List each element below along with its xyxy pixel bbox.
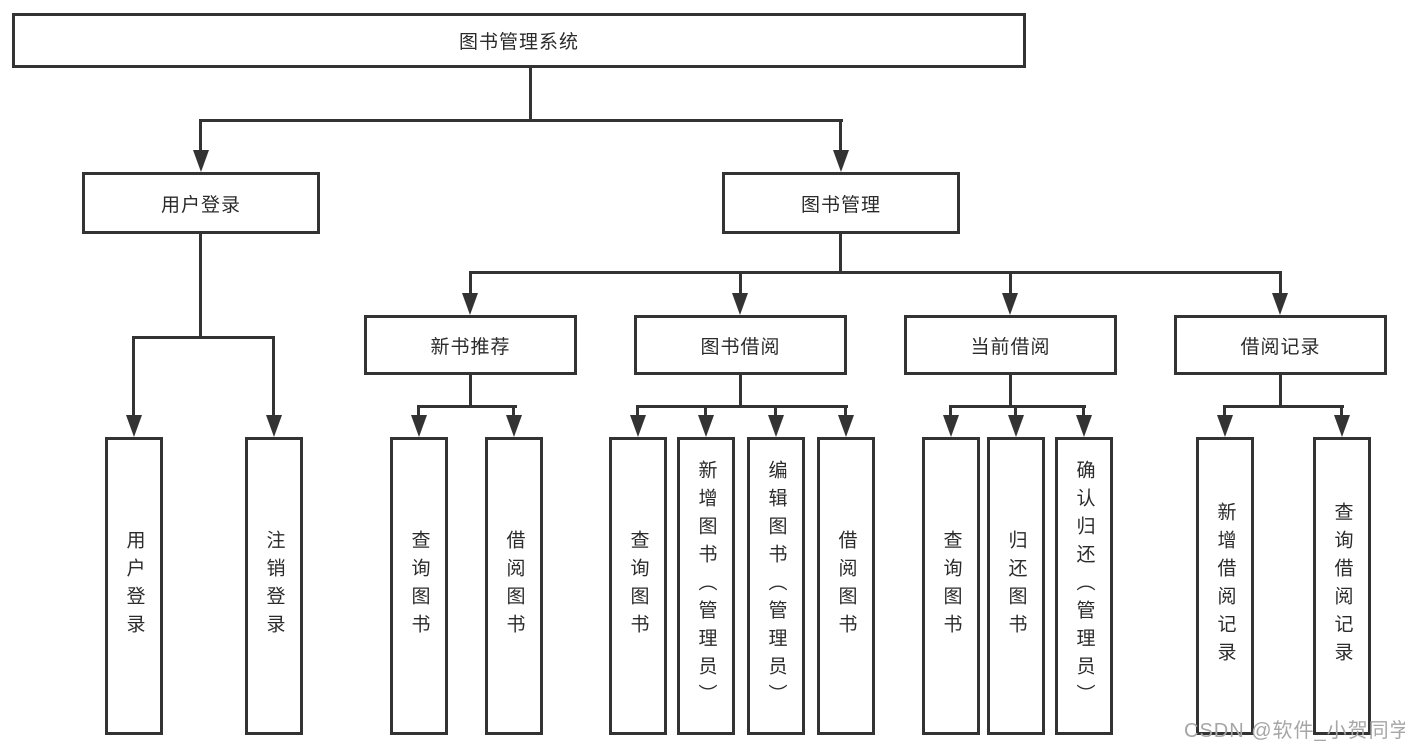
node-leaf-edit-books-admin: 编辑图书（管理员） <box>747 437 805 735</box>
node-leaf-search-books-borrowing: 查询图书 <box>609 437 667 735</box>
connector-line-vertical <box>1279 271 1282 295</box>
node-label: 图书借阅 <box>700 336 781 358</box>
connector-line-horizontal <box>132 336 275 339</box>
connector-line-horizontal <box>199 119 843 122</box>
connector-line-vertical <box>949 405 952 417</box>
arrow-down-icon <box>506 415 522 437</box>
node-leaf-logout: 注销登录 <box>245 437 303 735</box>
node-leaf-borrow-books-recommend: 借阅图书 <box>485 437 543 735</box>
node-leaf-add-books-admin: 新增图书（管理员） <box>677 437 735 735</box>
arrow-down-icon <box>943 415 959 437</box>
node-label: 新增借阅记录 <box>1214 502 1236 670</box>
connector-line-vertical <box>1009 271 1012 295</box>
connector-line-vertical <box>529 68 532 122</box>
connector-line-vertical <box>1009 375 1012 407</box>
connector-line-vertical <box>704 405 707 417</box>
connector-line-vertical <box>636 405 639 417</box>
connector-line-vertical <box>469 375 472 407</box>
node-label: 确认归还（管理员） <box>1073 460 1095 712</box>
arrow-down-icon <box>126 415 142 437</box>
node-leaf-add-borrow-record: 新增借阅记录 <box>1196 437 1254 735</box>
connector-line-vertical <box>469 271 472 295</box>
connector-line-horizontal <box>636 405 848 408</box>
node-label: 图书管理系统 <box>458 32 579 53</box>
connector-line-vertical <box>844 405 847 417</box>
connector-line-horizontal <box>417 405 517 408</box>
arrow-down-icon <box>266 415 282 437</box>
node-leaf-borrow-books-borrowing: 借阅图书 <box>817 437 875 735</box>
node-label: 新增图书（管理员） <box>695 460 717 712</box>
node-leaf-user-login: 用户登录 <box>105 437 163 735</box>
arrow-down-icon <box>411 415 427 437</box>
connector-line-vertical <box>272 336 275 416</box>
arrow-down-icon <box>1076 415 1092 437</box>
node-label: 查询图书 <box>408 530 430 642</box>
node-label: 编辑图书（管理员） <box>765 460 787 712</box>
node-label: 归还图书 <box>1005 530 1027 642</box>
arrow-down-icon <box>1008 415 1024 437</box>
arrow-down-icon <box>1217 415 1233 437</box>
node-label: 新书推荐 <box>430 336 511 358</box>
node-leaf-search-books-recommend: 查询图书 <box>390 437 448 735</box>
node-label: 当前借阅 <box>970 336 1051 358</box>
connector-line-vertical <box>774 405 777 417</box>
connector-line-vertical <box>1279 375 1282 407</box>
connector-line-vertical <box>199 119 202 152</box>
arrow-down-icon <box>732 293 748 315</box>
arrow-down-icon <box>838 415 854 437</box>
connector-line-vertical <box>739 271 742 295</box>
arrow-down-icon <box>768 415 784 437</box>
node-label: 注销登录 <box>263 530 285 642</box>
node-current-borrowing: 当前借阅 <box>904 315 1117 375</box>
node-leaf-return-books: 归还图书 <box>987 437 1045 735</box>
connector-line-vertical <box>1014 405 1017 417</box>
connector-line-vertical <box>1223 405 1226 417</box>
arrow-down-icon <box>698 415 714 437</box>
connector-line-vertical <box>199 234 202 338</box>
connector-line-vertical <box>512 405 515 417</box>
connector-line-vertical <box>1340 405 1343 417</box>
connector-line-horizontal <box>1223 405 1344 408</box>
node-label: 借阅图书 <box>835 530 857 642</box>
arrow-down-icon <box>193 150 209 172</box>
connector-line-vertical <box>417 405 420 417</box>
node-label: 用户登录 <box>123 530 145 642</box>
node-leaf-search-borrow-record: 查询借阅记录 <box>1313 437 1371 735</box>
node-label: 借阅图书 <box>503 530 525 642</box>
arrow-down-icon <box>1334 415 1350 437</box>
connector-line-horizontal <box>949 405 1086 408</box>
arrow-down-icon <box>833 150 849 172</box>
node-library-management-system: 图书管理系统 <box>12 13 1026 68</box>
connector-line-vertical <box>1082 405 1085 417</box>
connector-line-vertical <box>132 336 135 416</box>
node-new-book-recommendation: 新书推荐 <box>364 315 577 375</box>
connector-line-vertical <box>739 375 742 407</box>
connector-line-vertical <box>839 119 842 152</box>
node-label: 查询借阅记录 <box>1331 502 1353 670</box>
watermark: CSDN @软件_小贺同学 <box>1184 720 1405 742</box>
connector-line-horizontal <box>469 271 1282 274</box>
arrow-down-icon <box>462 293 478 315</box>
node-leaf-search-books-current: 查询图书 <box>922 437 980 735</box>
node-label: 查询图书 <box>627 530 649 642</box>
arrow-down-icon <box>1002 293 1018 315</box>
node-label: 图书管理 <box>800 194 881 216</box>
node-user-login: 用户登录 <box>82 172 320 234</box>
node-label: 用户登录 <box>160 194 241 216</box>
node-book-management: 图书管理 <box>722 172 960 234</box>
node-label: 借阅记录 <box>1240 336 1321 358</box>
connector-line-vertical <box>839 234 842 273</box>
node-label: 查询图书 <box>940 530 962 642</box>
node-leaf-confirm-return-admin: 确认归还（管理员） <box>1055 437 1113 735</box>
arrow-down-icon <box>1272 293 1288 315</box>
arrow-down-icon <box>630 415 646 437</box>
node-book-borrowing: 图书借阅 <box>634 315 847 375</box>
node-borrowing-records: 借阅记录 <box>1174 315 1387 375</box>
